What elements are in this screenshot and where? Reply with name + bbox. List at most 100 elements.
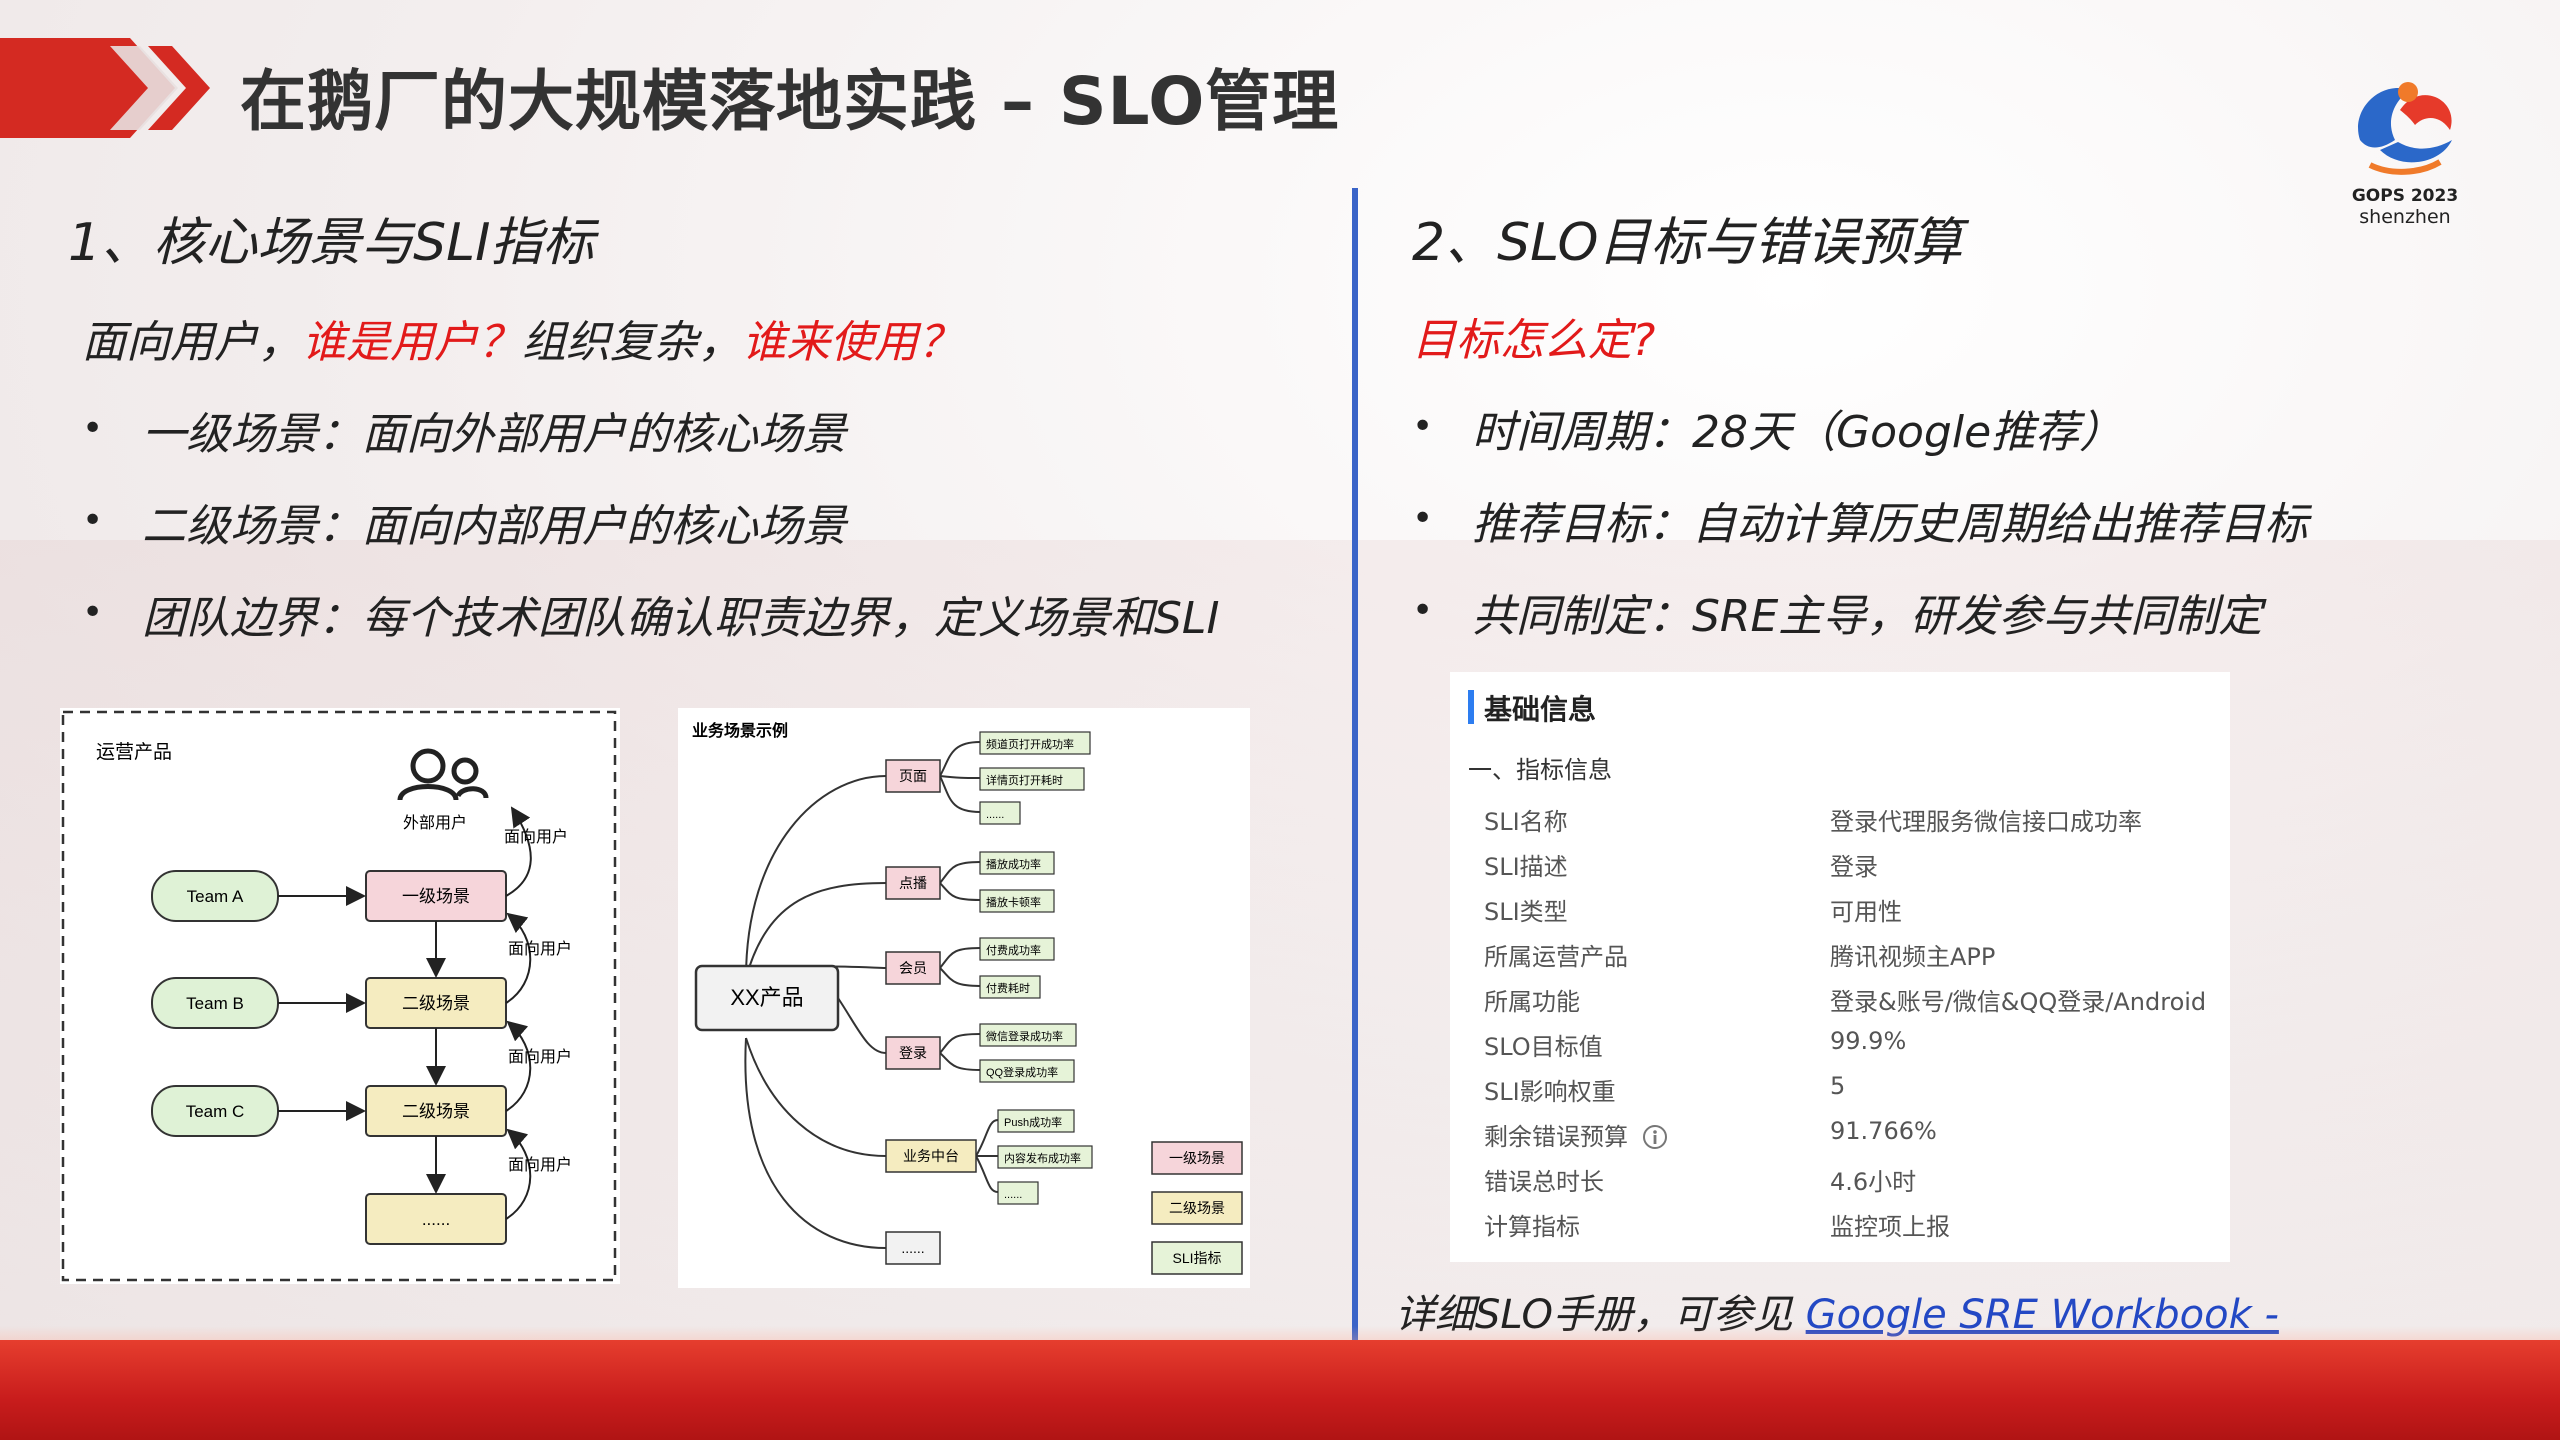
svg-text:......: ...... <box>986 809 1004 821</box>
mindmap-leaf: QQ登录成功率 <box>979 1059 1075 1083</box>
svg-text:Team A: Team A <box>187 887 244 906</box>
bullet-dot: • <box>1412 590 1434 631</box>
svg-text:......: ...... <box>422 1210 450 1229</box>
svg-text:业务中台: 业务中台 <box>903 1148 959 1164</box>
diagram1-box-title: 运营产品 <box>96 741 172 763</box>
logo-text-city: shenzhen <box>2359 206 2451 228</box>
info-value: 4.6小时 <box>1830 1168 1917 1196</box>
mindmap-leaf: 付费耗时 <box>979 975 1041 999</box>
bullet-dot: • <box>1412 498 1434 539</box>
mindmap-branch: 点播 <box>885 866 941 900</box>
svg-text:Team B: Team B <box>186 994 244 1013</box>
left-bullet-3: 团队边界：每个技术团队确认职责边界，定义场景和SLI <box>142 593 1220 644</box>
gops-logo-icon <box>2358 82 2452 175</box>
subsection-title: 一、指标信息 <box>1468 756 1612 784</box>
mindmap-leaf: 播放卡顿率 <box>979 889 1055 913</box>
svg-text:XX产品: XX产品 <box>730 985 803 1010</box>
bullet-dot: • <box>82 592 104 633</box>
mindmap-leaf: 频道页打开成功率 <box>979 731 1091 755</box>
info-value: 5 <box>1830 1072 1846 1100</box>
team-scene-diagram-svg: 运营产品 外部用户 Team A Team B Team C 一级场景 <box>61 710 617 1282</box>
legend-item: SLI指标 <box>1151 1241 1243 1275</box>
info-key: SLO目标值 <box>1484 1033 1603 1061</box>
info-value: 99.9% <box>1830 1027 1907 1055</box>
mindmap-leaf: 付费成功率 <box>979 937 1055 961</box>
mindmap-leaf: ...... <box>997 1181 1039 1205</box>
right-question: 目标怎么定? <box>1412 315 1656 366</box>
svg-text:页面: 页面 <box>899 768 927 784</box>
info-key: SLI类型 <box>1484 898 1568 926</box>
right-heading: 2、SLO目标与错误预算 <box>1412 213 1963 273</box>
svg-text:会员: 会员 <box>899 960 927 976</box>
team-node: Team B <box>151 977 279 1029</box>
section-accent-bar <box>1468 690 1474 724</box>
svg-text:内容发布成功率: 内容发布成功率 <box>1004 1151 1081 1165</box>
svg-text:Team C: Team C <box>186 1102 245 1121</box>
intro-part-4: 谁来使用？ <box>742 317 962 368</box>
info-key: SLI名称 <box>1484 808 1568 836</box>
svg-text:一级场景: 一级场景 <box>402 887 470 906</box>
bullet-dot: • <box>82 408 104 449</box>
svg-text:点播: 点播 <box>899 875 927 891</box>
right-bullet-2: 推荐目标：自动计算历史周期给出推荐目标 <box>1472 499 2308 550</box>
legend-item: 二级场景 <box>1151 1191 1243 1225</box>
right-bullet-1: 时间周期：28天（Google推荐） <box>1472 407 2124 458</box>
info-value: 登录 <box>1830 853 1878 881</box>
svg-text:二级场景: 二级场景 <box>402 994 470 1013</box>
left-bullet-1: 一级场景：面向外部用户的核心场景 <box>142 409 846 460</box>
scene-node: 二级场景 <box>365 977 507 1029</box>
mindmap-branch: 会员 <box>885 951 941 985</box>
mindmap-branch: 业务中台 <box>885 1139 977 1173</box>
svg-text:频道页打开成功率: 频道页打开成功率 <box>986 737 1074 751</box>
info-key: SLI影响权重 <box>1484 1078 1616 1106</box>
svg-text:播放成功率: 播放成功率 <box>986 857 1041 871</box>
bullet-dot: • <box>1412 406 1434 447</box>
svg-text:付费成功率: 付费成功率 <box>986 943 1041 957</box>
mindmap-leaf: ...... <box>979 801 1021 825</box>
external-users-icon <box>397 748 489 801</box>
mindmap-leaf: Push成功率 <box>997 1109 1075 1133</box>
mindmap-branch: 页面 <box>885 759 941 793</box>
info-key: 所属功能 <box>1484 988 1580 1016</box>
info-key: 剩余错误预算 <box>1484 1117 1668 1152</box>
mindmap-leaf: 内容发布成功率 <box>997 1145 1093 1169</box>
left-bullet-2: 二级场景：面向内部用户的核心场景 <box>142 501 846 552</box>
arrow-label: 面向用户 <box>508 1048 572 1066</box>
external-users-label: 外部用户 <box>403 814 467 832</box>
mindmap-branch: ...... <box>885 1231 941 1265</box>
svg-text:付费耗时: 付费耗时 <box>986 982 1030 995</box>
logo-text-event: GOPS 2023 <box>2351 186 2459 206</box>
svg-text:一级场景: 一级场景 <box>1169 1150 1225 1166</box>
team-node: Team C <box>151 1085 279 1137</box>
arrow-label: 面向用户 <box>508 940 572 958</box>
page-title: 在鹅厂的大规模落地实践 – SLO管理 <box>240 63 1340 140</box>
scene-node: 二级场景 <box>365 1085 507 1137</box>
business-scene-mindmap: 业务场景示例 XX产品 <box>678 708 1250 1288</box>
arrow-label: 面向用户 <box>508 1156 572 1174</box>
left-intro: 面向用户，谁是用户？组织复杂，谁来使用？ <box>82 306 962 370</box>
gops-logo: GOPS 2023 shenzhen <box>2330 70 2480 260</box>
intro-part-1: 面向用户， <box>82 317 302 368</box>
mindmap-leaf: 微信登录成功率 <box>979 1023 1077 1047</box>
info-key: SLI描述 <box>1484 853 1568 881</box>
svg-text:二级场景: 二级场景 <box>1169 1200 1225 1216</box>
mindmap-branch: 登录 <box>885 1036 941 1070</box>
svg-text:详情页打开耗时: 详情页打开耗时 <box>986 773 1063 787</box>
sli-info-panel: 基础信息 一、指标信息 SLI名称 登录代理服务微信接口成功率 SLI描述 登录… <box>1450 672 2230 1262</box>
column-divider <box>1352 188 1358 1350</box>
mindmap-title: 业务场景示例 <box>692 721 788 740</box>
svg-text:QQ登录成功率: QQ登录成功率 <box>986 1065 1058 1079</box>
right-bullet-3: 共同制定：SRE主导，研发参与共同制定 <box>1472 591 2263 642</box>
info-icon[interactable] <box>1642 1124 1668 1150</box>
header-chevron-decoration <box>0 38 210 138</box>
svg-text:......: ...... <box>1004 1189 1022 1201</box>
svg-text:Push成功率: Push成功率 <box>1004 1115 1062 1129</box>
svg-text:SLI指标: SLI指标 <box>1172 1250 1221 1266</box>
info-key-text: 剩余错误预算 <box>1484 1123 1628 1151</box>
svg-text:登录: 登录 <box>899 1045 927 1061</box>
bottom-red-band <box>0 1340 2560 1440</box>
info-value: 腾讯视频主APP <box>1830 943 1996 971</box>
team-scene-diagram: 运营产品 外部用户 Team A Team B Team C 一级场景 <box>60 708 620 1284</box>
arrow-label: 面向用户 <box>504 828 568 846</box>
intro-part-3: 组织复杂， <box>522 317 742 368</box>
